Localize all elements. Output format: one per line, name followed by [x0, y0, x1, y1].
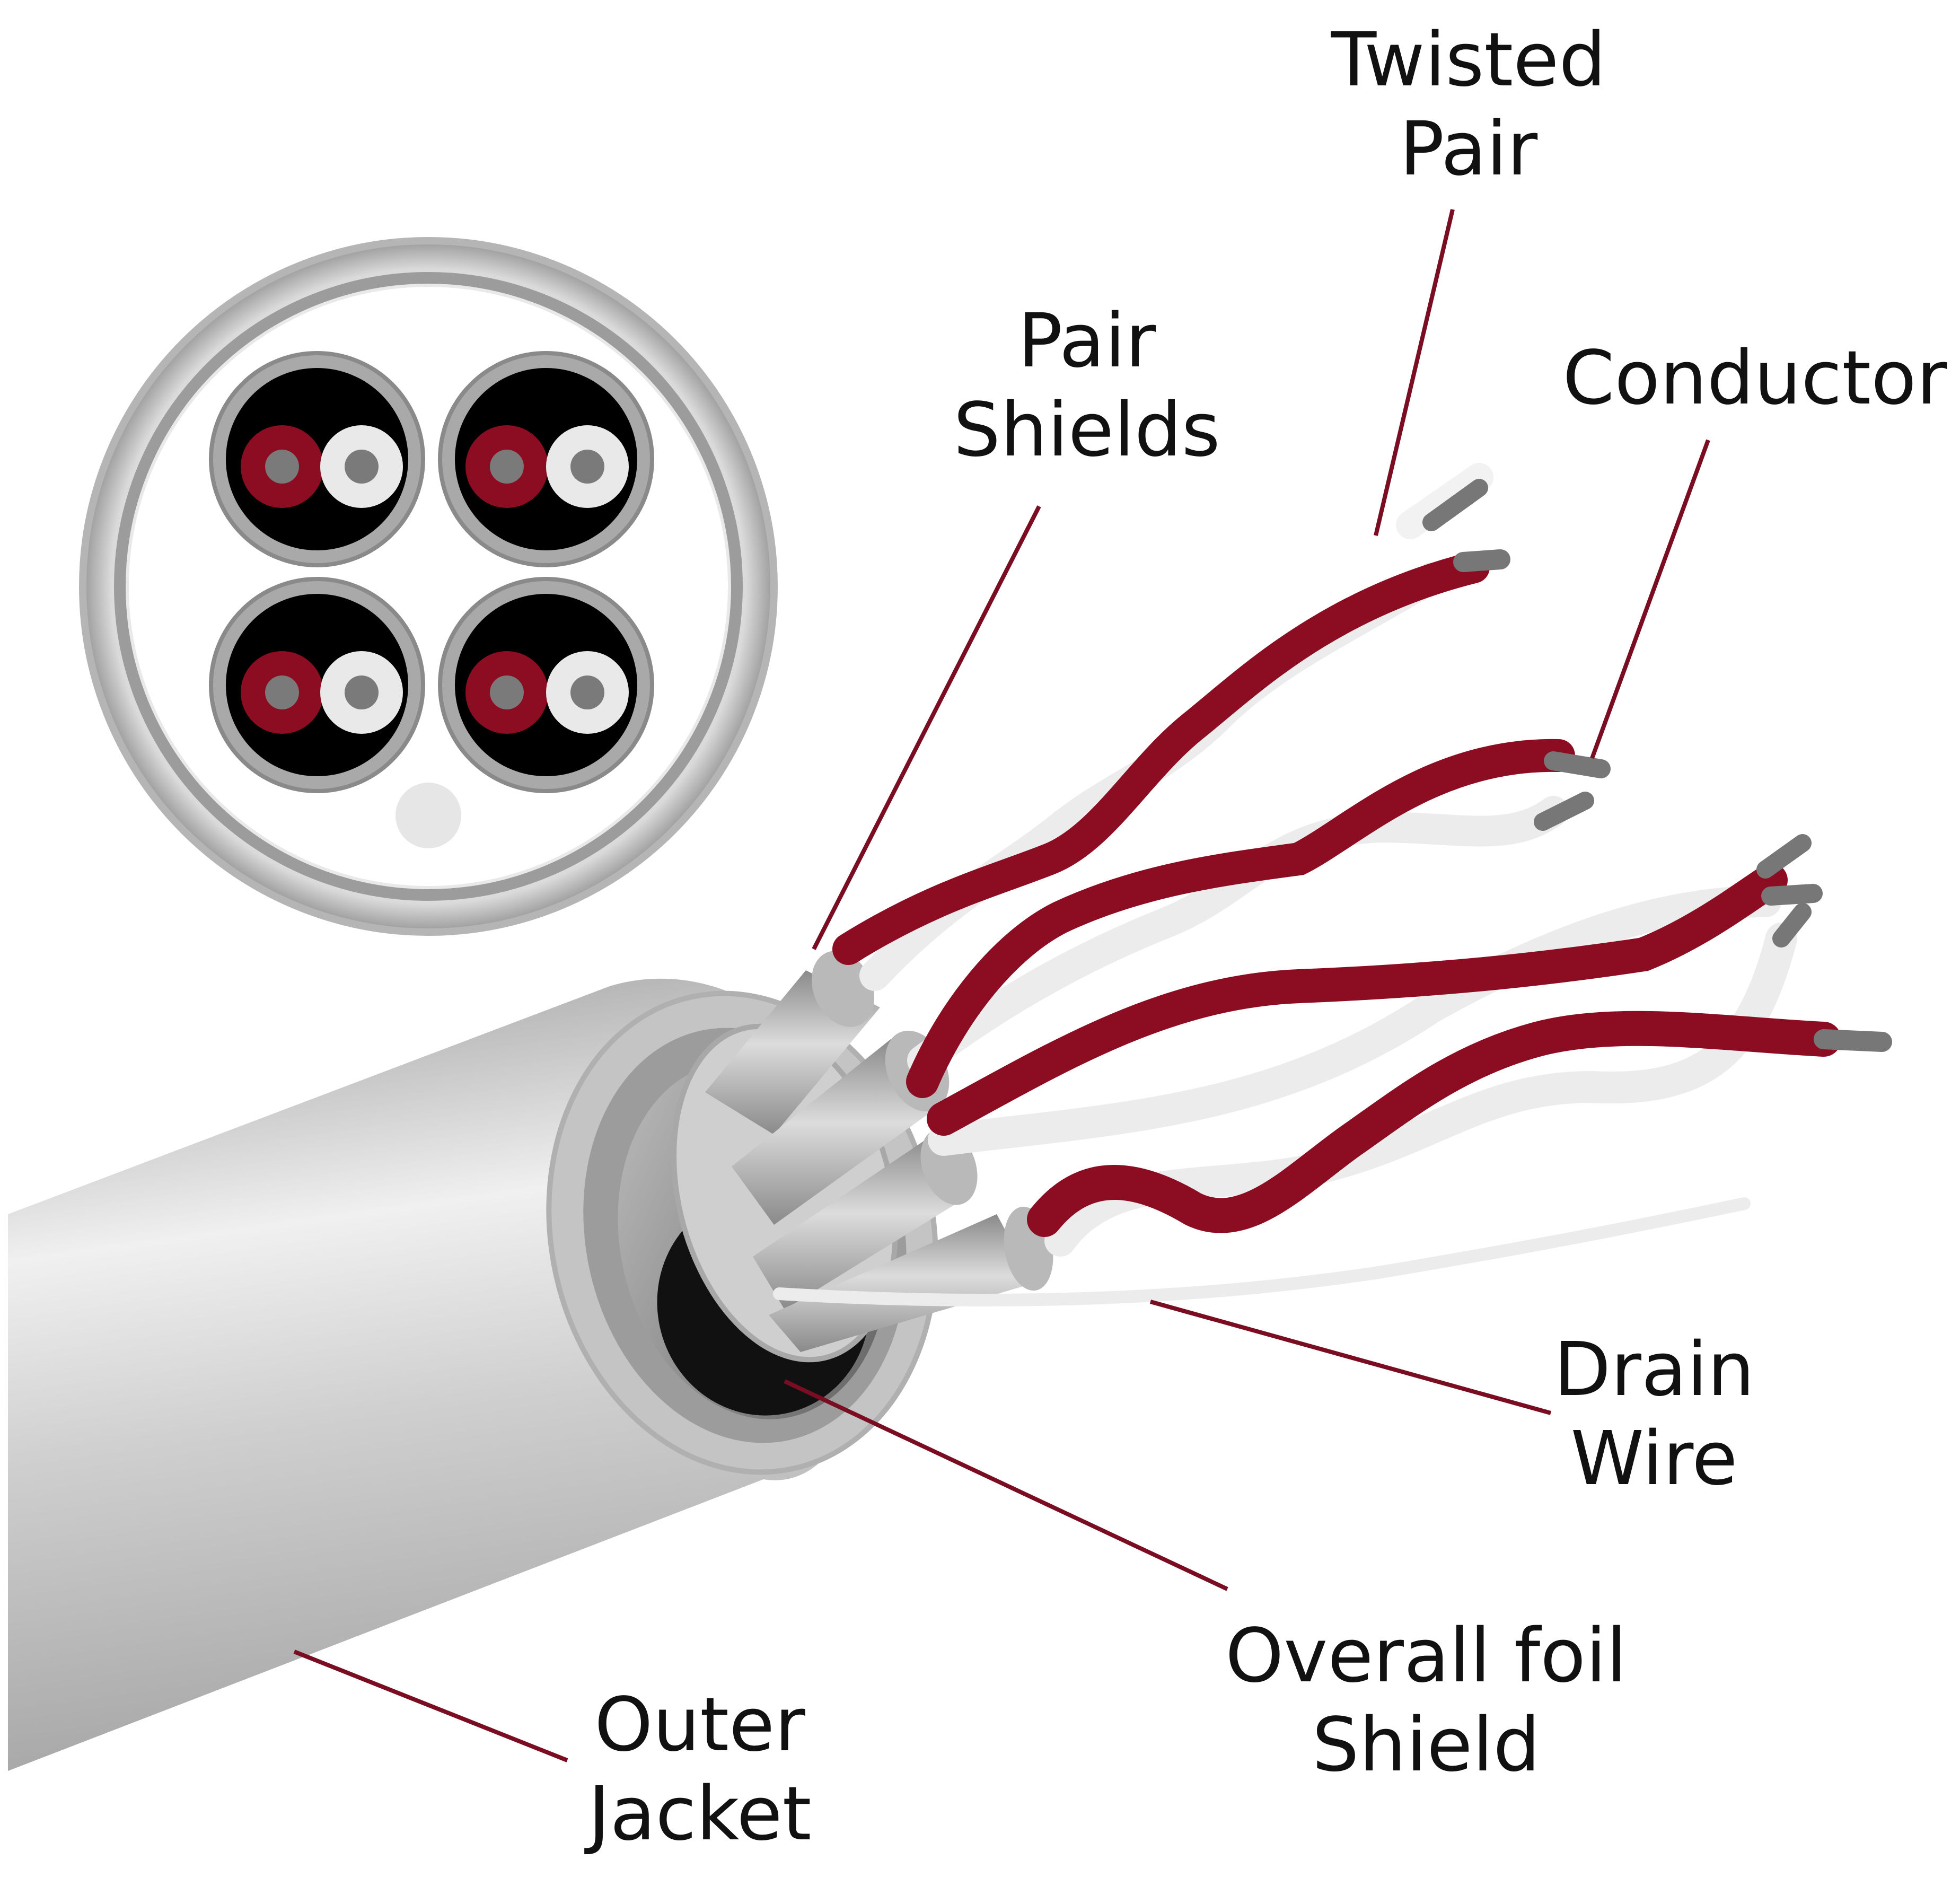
cross-section-pair	[209, 577, 425, 793]
pair-shield	[769, 1214, 1034, 1352]
conductor-tip	[1761, 884, 1823, 906]
conductor-tip	[1814, 1029, 1892, 1052]
label-line: Outer	[594, 1682, 805, 1768]
drain-wire	[773, 1197, 1751, 1306]
wire-red	[1027, 1011, 1841, 1237]
cable-body	[8, 951, 1053, 1771]
cross-section-pair	[438, 351, 654, 567]
label-overall-foil-shield: Overall foil Shield	[1198, 1612, 1654, 1790]
label-line: Pair	[1017, 298, 1156, 384]
pair-shield	[753, 1135, 965, 1310]
conductor-tip	[1756, 834, 1812, 879]
label-line: Shield	[1312, 1702, 1541, 1788]
cross-section-pair	[209, 351, 425, 567]
leader-lines	[293, 209, 1710, 1762]
wire-white	[928, 885, 1781, 1156]
conductor-tip	[1544, 751, 1611, 778]
leader-drain-wire	[1149, 1300, 1552, 1415]
label-line: Wire	[1570, 1416, 1738, 1502]
label-twisted-pair: Twisted Pair	[1299, 16, 1638, 194]
wire-red	[927, 863, 1788, 1136]
leader-twisted-pair	[1374, 209, 1455, 536]
conductor-tip	[1422, 479, 1488, 531]
leader-conductor	[1590, 439, 1710, 759]
label-pair-shields: Pair Shields	[938, 297, 1235, 475]
label-outer-jacket: Outer Jacket	[562, 1681, 838, 1859]
leader-pair-shields	[812, 505, 1041, 950]
leader-overall-foil-shield	[784, 1379, 1228, 1591]
leader-outer-jacket	[293, 1650, 568, 1762]
cross-section-pair	[438, 577, 654, 793]
twisted-wires	[773, 463, 1892, 1306]
wire-red	[832, 551, 1490, 965]
label-line: Overall foil	[1225, 1613, 1627, 1699]
pair-shield-end	[811, 951, 875, 1027]
label-drain-wire: Drain Wire	[1527, 1326, 1781, 1504]
label-line: Shields	[953, 387, 1220, 473]
label-line: Pair	[1399, 106, 1538, 192]
wire-red	[906, 739, 1575, 1098]
cross-section-drain-wire	[395, 783, 461, 848]
label-line: Drain	[1553, 1327, 1755, 1413]
label-line: Jacket	[588, 1771, 812, 1857]
label-conductor: Conductor	[1559, 334, 1951, 423]
conductor-tip	[1534, 792, 1594, 831]
conductor-tip	[1453, 549, 1510, 572]
pair-shield-cylinders	[705, 951, 1053, 1352]
conductor-tip	[1772, 903, 1812, 948]
label-line: Conductor	[1562, 335, 1947, 422]
cross-section	[79, 237, 778, 936]
label-line: Twisted	[1331, 17, 1606, 103]
pair-shield	[732, 1039, 944, 1225]
